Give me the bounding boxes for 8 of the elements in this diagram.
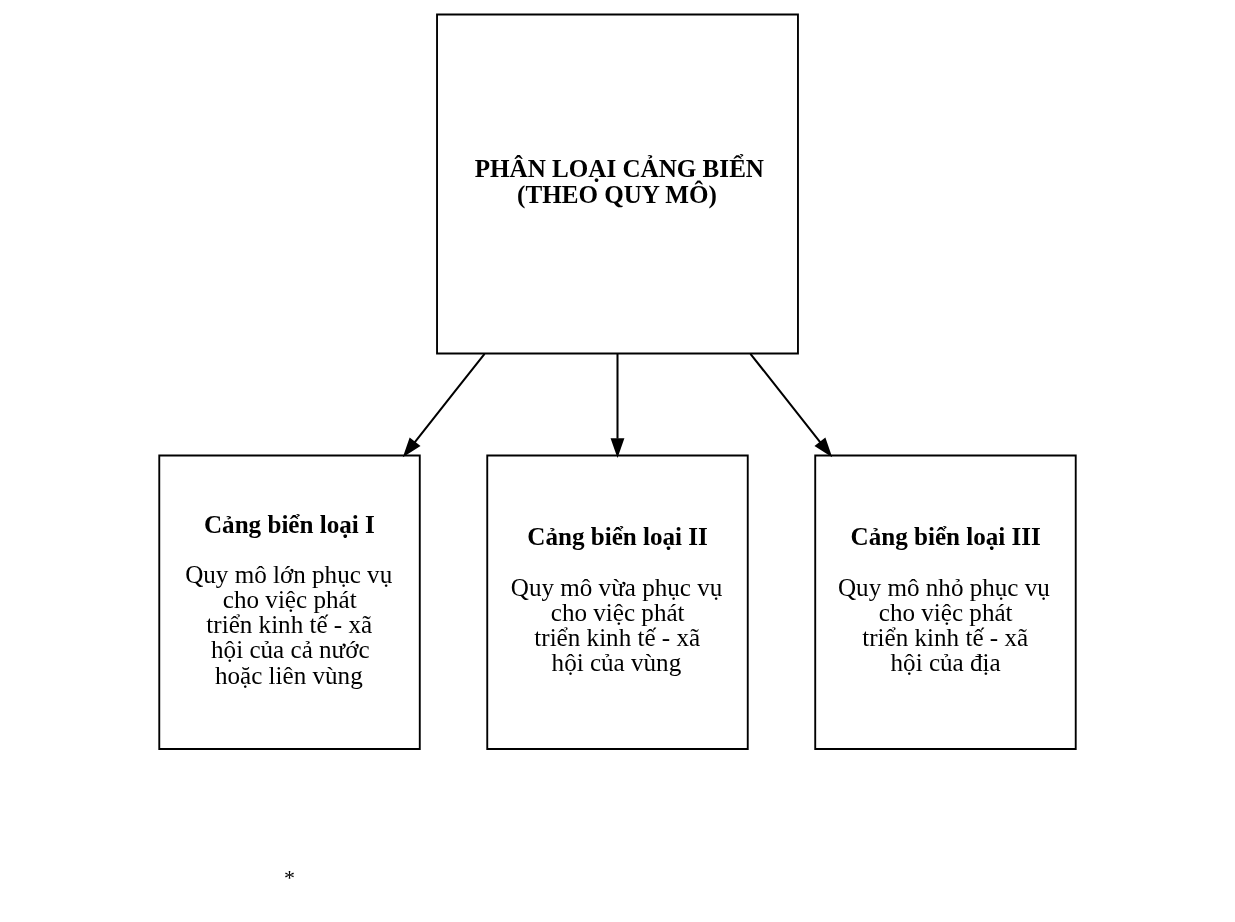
node-box: Cảng biển loại I Quy mô lớn phục vụ cho việc phát triển kinh tế - xã hội của cả nước hoặc liên vùng bbox=[158, 454, 421, 750]
arrow bbox=[610, 353, 625, 458]
arrow bbox=[749, 353, 833, 458]
label: * bbox=[284, 865, 296, 891]
node-box: Cảng biển loại II Quy mô vừa phục vụ cho việc phát triển kinh tế - xã hội của vùng bbox=[486, 454, 749, 750]
node-box: PHÂN LOẠI CẢNG BIỂN (THEO QUY MÔ) bbox=[436, 13, 799, 355]
arrow bbox=[402, 353, 486, 458]
node-box: Cảng biển loại III Quy mô nhỏ phục vụ cho việc phát triển kinh tế - xã hội của địa bbox=[814, 454, 1077, 750]
